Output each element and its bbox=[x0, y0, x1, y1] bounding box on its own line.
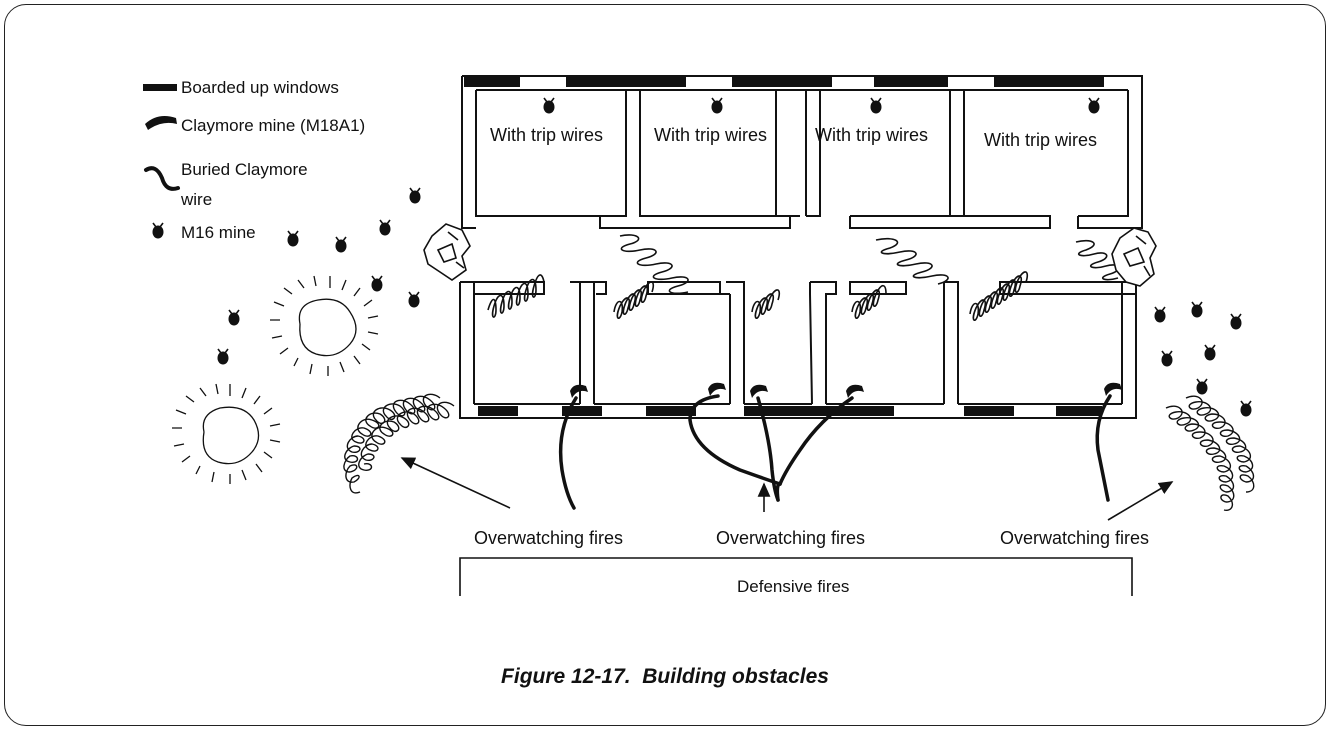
figure-frame bbox=[4, 4, 1326, 726]
legend-buried-wire-line2: wire bbox=[180, 190, 212, 209]
corridor-coils bbox=[619, 234, 1120, 295]
label-defensive-fires: Defensive fires bbox=[737, 577, 849, 596]
claymore-legend-icon bbox=[145, 116, 177, 130]
legend-buried-wire-line1: Buried Claymore bbox=[181, 160, 308, 179]
overwatch-arrows bbox=[400, 457, 1174, 521]
label-overwatching-fires-left: Overwatching fires bbox=[474, 528, 623, 548]
interior-concertina-wire bbox=[487, 271, 1029, 321]
boarded-windows-bottom bbox=[478, 406, 1102, 416]
label-overwatching-fires-right: Overwatching fires bbox=[1000, 528, 1149, 548]
concertina-right bbox=[1165, 395, 1255, 511]
label-overwatching-fires-center: Overwatching fires bbox=[716, 528, 865, 548]
buried-wire-legend-icon bbox=[144, 166, 180, 191]
legend: Boarded up windows Claymore mine (M18A1)… bbox=[143, 78, 365, 242]
rubble-left bbox=[423, 223, 471, 281]
crater-upper bbox=[270, 275, 379, 376]
figure-caption: Figure 12-17. Building obstacles bbox=[501, 665, 829, 688]
boarded-window-legend-icon bbox=[143, 84, 177, 91]
buried-claymore-wires bbox=[558, 394, 1112, 510]
claymores bbox=[570, 382, 1122, 398]
building bbox=[459, 75, 1143, 419]
room-label-3: With trip wires bbox=[815, 125, 928, 145]
legend-boarded-windows: Boarded up windows bbox=[181, 78, 339, 97]
crater-lower bbox=[172, 383, 281, 484]
rubble-right bbox=[1111, 227, 1157, 287]
field-mines-right bbox=[1153, 301, 1253, 418]
concertina-left bbox=[343, 393, 455, 494]
room-label-1: With trip wires bbox=[490, 125, 603, 145]
defensive-fires-bracket bbox=[459, 557, 1133, 596]
room-label-2: With trip wires bbox=[654, 125, 767, 145]
room-label-4: With trip wires bbox=[984, 130, 1097, 150]
field-mines-left bbox=[216, 187, 422, 366]
m16-legend-icon bbox=[151, 222, 165, 240]
legend-claymore: Claymore mine (M18A1) bbox=[181, 116, 365, 135]
boarded-windows-top bbox=[464, 77, 1104, 87]
legend-m16: M16 mine bbox=[181, 223, 256, 242]
